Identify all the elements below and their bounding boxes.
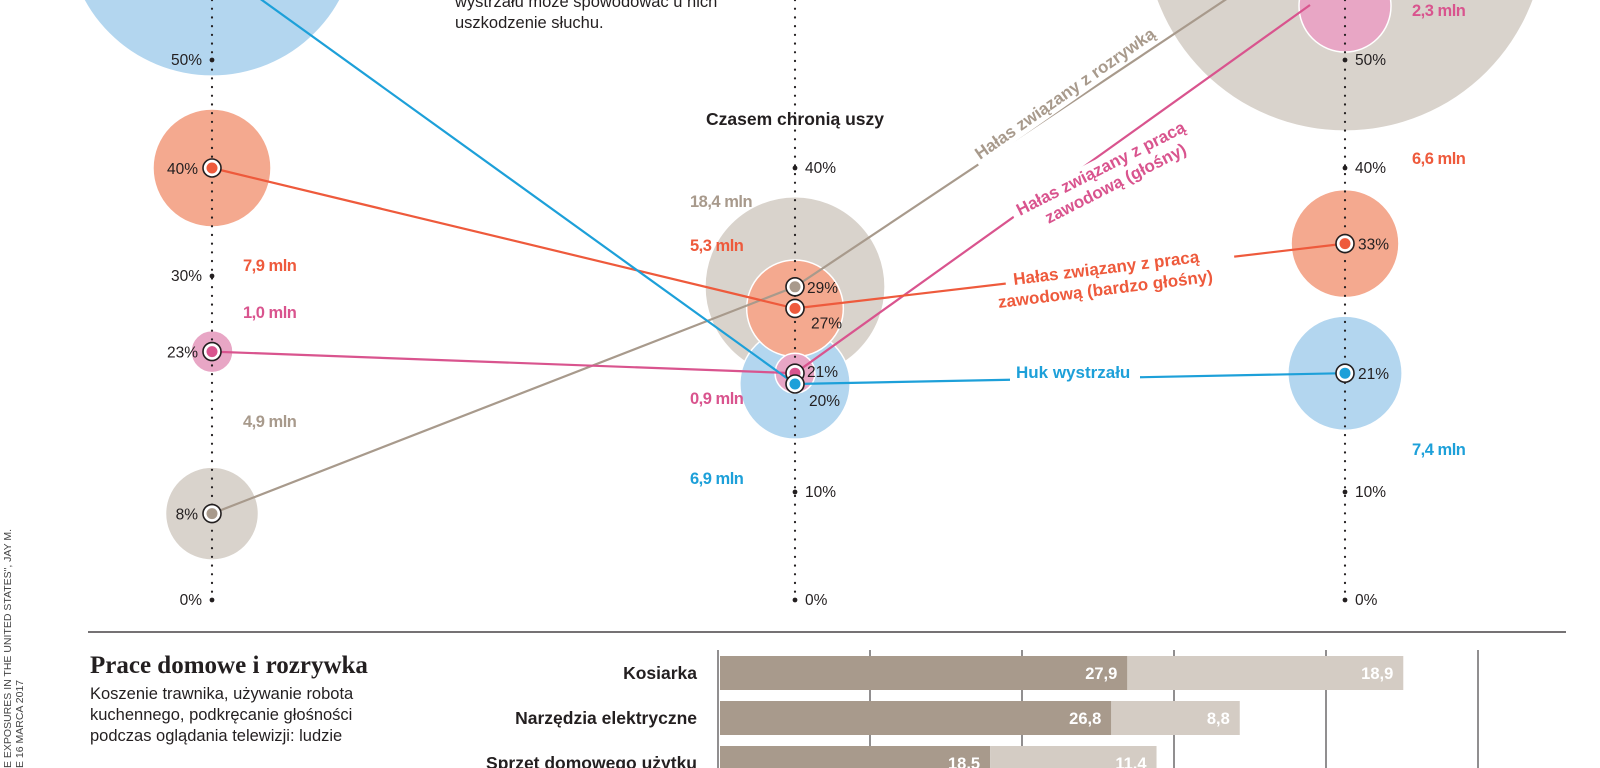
tick-label: 50% — [1355, 52, 1386, 69]
people-label-left-pink: 1,0 mln — [243, 304, 297, 322]
marker-dot-blue — [789, 378, 801, 390]
people-label-right-blue: 7,4 mln — [1412, 441, 1466, 459]
tick-label: 0% — [180, 592, 203, 609]
marker-dot-blue — [1339, 367, 1351, 379]
tick-label: 10% — [805, 484, 836, 501]
source-date: E 16 MARCA 2017 — [14, 679, 26, 768]
section-title: Prace domowe i rozrywka — [90, 652, 368, 679]
tick-label: 0% — [1355, 592, 1378, 609]
value-label-left-orange: 40% — [167, 161, 198, 178]
tick-dot — [1342, 489, 1348, 495]
bar-category-label: Kosiarka — [623, 663, 697, 683]
value-label-middle-blue: 20% — [809, 393, 840, 410]
bar-category-label: Sprzęt domowego użytku — [486, 753, 697, 768]
bar-value-label: 8,8 — [1207, 710, 1230, 728]
bar-segment-1 — [990, 746, 1157, 768]
tick-label: 40% — [1355, 160, 1386, 177]
bar-segment-1 — [1127, 656, 1404, 690]
line-label-glosny-bg — [1007, 121, 1188, 241]
people-label-middle-pink: 0,9 mln — [690, 390, 744, 408]
marker-dot-gray — [789, 281, 801, 293]
bar-segment-0 — [720, 746, 991, 768]
value-label-middle-pink: 21% — [807, 364, 838, 381]
people-label-middle-blue: 6,9 mln — [690, 470, 744, 488]
tick-dot — [792, 489, 798, 495]
bubble-left-blue-cropped — [84, 0, 340, 76]
source-credit: E EXPOSURES IN THE UNITED STATES", JAY M… — [2, 529, 26, 768]
tick-dot — [792, 597, 798, 603]
bar-segment-0 — [720, 656, 1128, 690]
tick-dot — [209, 57, 215, 63]
bar-value-label: 27,9 — [1085, 665, 1117, 683]
bubble-right-gray-cropped — [1157, 0, 1533, 131]
tick-dot — [792, 165, 798, 171]
tick-label: 50% — [171, 52, 202, 69]
intro-text: wystrzału może spowodować u nich uszkodz… — [455, 0, 718, 32]
tick-label: 40% — [805, 160, 836, 177]
marker-dot-pink — [206, 346, 218, 358]
people-label-right-pink: 2,3 mln — [1412, 2, 1466, 20]
line-label-huk: Huk wystrzału — [1016, 363, 1130, 382]
bar-value-label: 11,4 — [1115, 755, 1147, 768]
tick-dot — [209, 273, 215, 279]
value-label-right-blue: 21% — [1358, 366, 1389, 383]
marker-dot-gray — [206, 508, 218, 520]
value-label-left-gray: 8% — [176, 507, 199, 524]
section-description: Koszenie trawnika, używanie robota kuche… — [90, 685, 354, 745]
tick-dot — [1342, 57, 1348, 63]
bar-segment-0 — [720, 701, 1112, 735]
bar-value-label: 18,5 — [948, 755, 980, 768]
people-label-left-gray: 4,9 mln — [243, 413, 297, 431]
tick-dot — [209, 597, 215, 603]
people-label-right-orange: 6,6 mln — [1412, 150, 1466, 168]
column-title-middle: Czasem chronią uszy — [706, 109, 884, 129]
people-label-left-orange: 7,9 mln — [243, 257, 297, 275]
bar-category-label: Narzędzia elektryczne — [515, 708, 697, 728]
line-label-huk-bg — [1010, 361, 1140, 383]
tick-label: 30% — [171, 268, 202, 285]
tick-label: 0% — [805, 592, 828, 609]
marker-dot-orange — [1339, 238, 1351, 250]
line-label-bardzo-bg — [1003, 241, 1238, 311]
line-label-rozrywka-bg — [968, 49, 1124, 167]
tick-dot — [1342, 165, 1348, 171]
tick-label: 10% — [1355, 484, 1386, 501]
value-label-middle-orange: 27% — [811, 315, 842, 332]
bar-segment-1 — [1111, 701, 1240, 735]
people-label-middle-orange: 5,3 mln — [690, 237, 744, 255]
marker-dot-orange — [789, 302, 801, 314]
value-label-middle-gray: 29% — [807, 280, 838, 297]
tick-dot — [1342, 597, 1348, 603]
bar-value-label: 26,8 — [1069, 710, 1101, 728]
source-text: E EXPOSURES IN THE UNITED STATES", JAY M… — [2, 528, 14, 768]
people-label-middle-gray: 18,4 mln — [690, 193, 752, 211]
bar-value-label: 18,9 — [1361, 665, 1393, 683]
value-label-right-orange: 33% — [1358, 237, 1389, 254]
marker-dot-orange — [206, 162, 218, 174]
value-label-left-pink: 23% — [167, 345, 198, 362]
